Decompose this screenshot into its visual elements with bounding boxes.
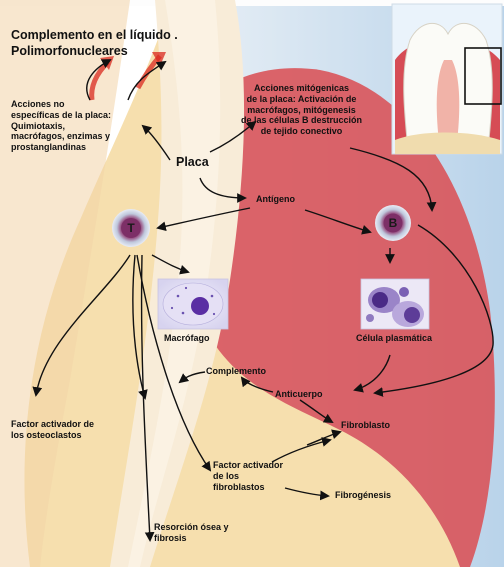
text-line: de la placa: Activación de bbox=[241, 94, 362, 105]
tooth-cross-section-icon bbox=[392, 4, 502, 154]
text-line: Factor activador bbox=[213, 460, 283, 471]
diagram-title: Complemento en el líquido . Polimorfonuc… bbox=[11, 28, 178, 59]
label-celula-plasmatica: Célula plasmática bbox=[356, 333, 432, 344]
b-cell-label: B bbox=[383, 216, 403, 230]
text-line: de las células B destrucción bbox=[241, 115, 362, 126]
text-line: los osteoclastos bbox=[11, 430, 94, 441]
macrophage-micrograph-icon bbox=[158, 279, 228, 329]
label-antigeno: Antígeno bbox=[256, 194, 295, 205]
label-acciones-mitogenicas: Acciones mitógenicas de la placa: Activa… bbox=[241, 83, 362, 137]
label-factor-fibroblastos: Factor activador de los fibroblastos bbox=[213, 460, 283, 492]
label-placa: Placa bbox=[176, 155, 209, 170]
text-line: fibroblastos bbox=[213, 482, 283, 493]
text-line: específicas de la placa: bbox=[11, 110, 111, 121]
text-line: Quimiotaxis, bbox=[11, 121, 111, 132]
text-line: Resorción ósea y bbox=[154, 522, 229, 533]
text-line: Factor activador de bbox=[11, 419, 94, 430]
title-line-1: Complemento en el líquido . bbox=[11, 28, 178, 44]
text-line: fibrosis bbox=[154, 533, 229, 544]
text-line: Acciones no bbox=[11, 99, 111, 110]
t-cell-label: T bbox=[121, 221, 141, 235]
text-line: de los bbox=[213, 471, 283, 482]
label-complemento: Complemento bbox=[206, 366, 266, 377]
label-acciones-no-especificas: Acciones no específicas de la placa: Qui… bbox=[11, 99, 111, 153]
title-line-2: Polimorfonucleares bbox=[11, 44, 178, 60]
label-resorcion: Resorción ósea y fibrosis bbox=[154, 522, 229, 544]
label-fibroblasto: Fibroblasto bbox=[341, 420, 390, 431]
label-anticuerpo: Anticuerpo bbox=[275, 389, 323, 400]
text-line: prostanglandinas bbox=[11, 142, 111, 153]
label-macrofago: Macrófago bbox=[164, 333, 210, 344]
text-line: Acciones mitógenicas bbox=[241, 83, 362, 94]
label-fibrogenesis: Fibrogénesis bbox=[335, 490, 391, 501]
label-factor-osteoclastos: Factor activador de los osteoclastos bbox=[11, 419, 94, 441]
plasma-cell-micrograph-icon bbox=[361, 279, 429, 329]
text-line: macrófagos, mitógenesis bbox=[241, 105, 362, 116]
text-line: macrófagos, enzimas y bbox=[11, 131, 111, 142]
text-line: de tejido conectivo bbox=[241, 126, 362, 137]
